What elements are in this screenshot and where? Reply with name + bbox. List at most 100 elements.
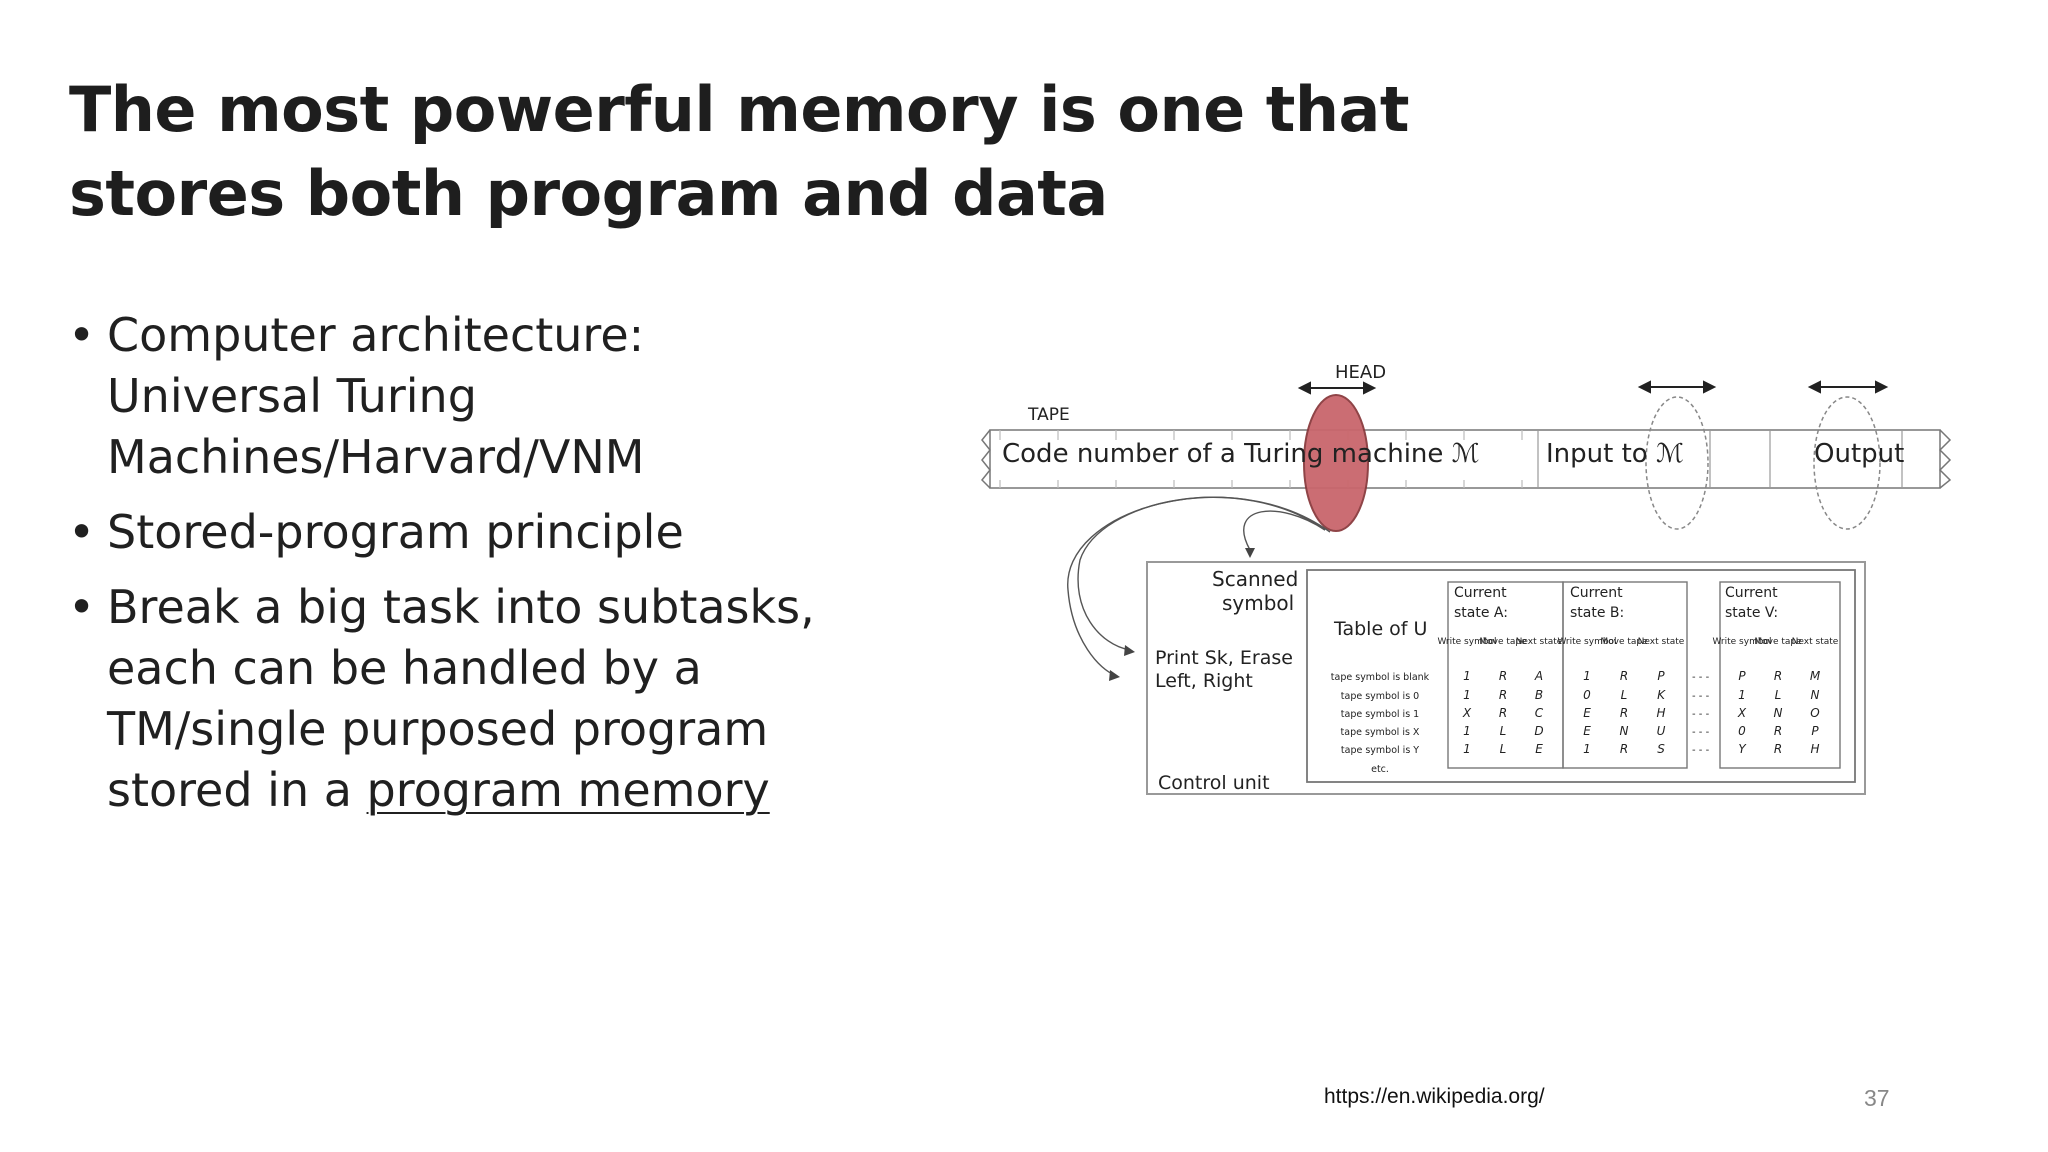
cell: 1 [1463,724,1471,738]
control-unit-label: Control unit [1158,772,1270,794]
program-memory-link[interactable]: program memory [366,763,770,817]
cell: H [1656,706,1665,720]
row-label: tape symbol is Y [1341,745,1419,756]
cell: X [1462,706,1472,720]
arrow-head [1245,548,1255,558]
cell: L [1500,742,1507,756]
cell: K [1657,688,1666,702]
col-header: Write symbol [1712,637,1771,647]
cell: 0 [1583,688,1591,702]
cell: R [1499,669,1507,683]
cell: R [1620,706,1628,720]
source-link[interactable]: https://en.wikipedia.org/ [1324,1085,1545,1108]
row-label: etc. [1371,764,1389,775]
row-label: tape symbol is 0 [1341,691,1419,702]
cell: B [1535,688,1543,702]
cell: 1 [1738,688,1746,702]
cell: X [1737,706,1747,720]
tape-output-label: Output [1814,439,1904,469]
col-header: Next state [1516,637,1563,647]
state-table-v: Current state V: Write symbol Move tape … [1712,581,1841,769]
bullet-item: •Stored-program principle [68,502,868,563]
bullet-dot: • [68,308,96,362]
col-header: Move tape [1479,637,1527,647]
col-header: Next state [1638,637,1685,647]
cell: P [1738,669,1746,683]
cell: R [1774,742,1782,756]
input-head-outline [1645,396,1709,530]
cell: 1 [1463,688,1471,702]
arrow-head [1124,645,1135,656]
cell: R [1774,669,1782,683]
cell: R [1499,688,1507,702]
tape-input-label: Input to ℳ [1546,439,1684,469]
cell: L [1775,688,1782,702]
universal-turing-machine-diagram: HEAD TAPE [980,362,1952,795]
cell: N [1620,724,1629,738]
cell: 0 [1738,724,1746,738]
move-instruction-label: Left, Right [1155,670,1253,692]
cell: E [1583,706,1591,720]
state-title: Current [1570,585,1623,601]
bullet-dot: • [68,505,96,559]
state-title: Current [1454,585,1507,601]
cell: N [1811,688,1820,702]
head-width-arrow [1297,381,1377,395]
ellipsis: - - - [1692,672,1710,683]
cell: R [1774,724,1782,738]
cell: R [1620,742,1628,756]
ellipsis: - - - [1692,745,1710,756]
cell: D [1534,724,1543,738]
cell: Y [1738,742,1747,756]
state-table-b: Current state B: Write symbol Move tape … [1557,581,1688,769]
output-width-arrow [1807,380,1889,394]
state-table-a: Current state A: Write symbol Move tape … [1437,581,1564,769]
head-label: HEAD [1335,362,1386,383]
table-title: Table of U [1333,618,1427,640]
state-title: state B: [1570,605,1624,621]
tape-code-label: Code number of a Turing machine ℳ [1002,439,1479,469]
ellipsis: - - - [1692,691,1710,702]
cell: N [1774,706,1783,720]
col-header: Move tape [1754,637,1802,647]
bullet-item: •Computer architecture: Universal Turing… [68,305,868,488]
col-header: Next state [1792,637,1839,647]
cell: R [1620,669,1628,683]
scanned-symbol-label-2: symbol [1222,591,1294,615]
cell: L [1621,688,1628,702]
cell: 1 [1583,742,1591,756]
cell: M [1810,669,1821,683]
head-ellipse [1303,394,1369,532]
bullet-item: •Break a big task into subtasks, each ca… [68,577,868,821]
cell: R [1499,706,1507,720]
cell: O [1810,706,1819,720]
scanned-symbol-label: Scanned [1212,567,1298,591]
row-label: tape symbol is blank [1331,672,1430,683]
head-feedback-arrows [1067,496,1331,676]
state-title: Current [1725,585,1778,601]
cell: 1 [1463,669,1471,683]
page-number: 37 [1864,1085,1890,1111]
cell: U [1657,724,1666,738]
control-unit-box [1146,561,1866,795]
cell: P [1657,669,1665,683]
bullet-text: Break a big task into subtasks, each can… [107,580,815,817]
tape-label: TAPE [1027,405,1070,425]
cell: E [1535,742,1543,756]
cell: L [1500,724,1507,738]
bullet-list: •Computer architecture: Universal Turing… [68,305,868,835]
row-label: tape symbol is 1 [1341,709,1419,720]
print-instruction-label: Print Sk, Erase [1155,647,1293,669]
row-label: tape symbol is X [1341,727,1420,738]
col-header: Write symbol [1557,637,1616,647]
cell: S [1657,742,1665,756]
input-width-arrow [1637,380,1717,394]
cell: A [1534,669,1543,683]
cell: 1 [1463,742,1471,756]
slide-title: The most powerful memory is one that sto… [69,73,1410,230]
arrow-head [1109,670,1120,681]
cell: E [1583,724,1591,738]
col-header: Move tape [1600,637,1648,647]
cell: 1 [1583,669,1591,683]
cell: H [1810,742,1819,756]
